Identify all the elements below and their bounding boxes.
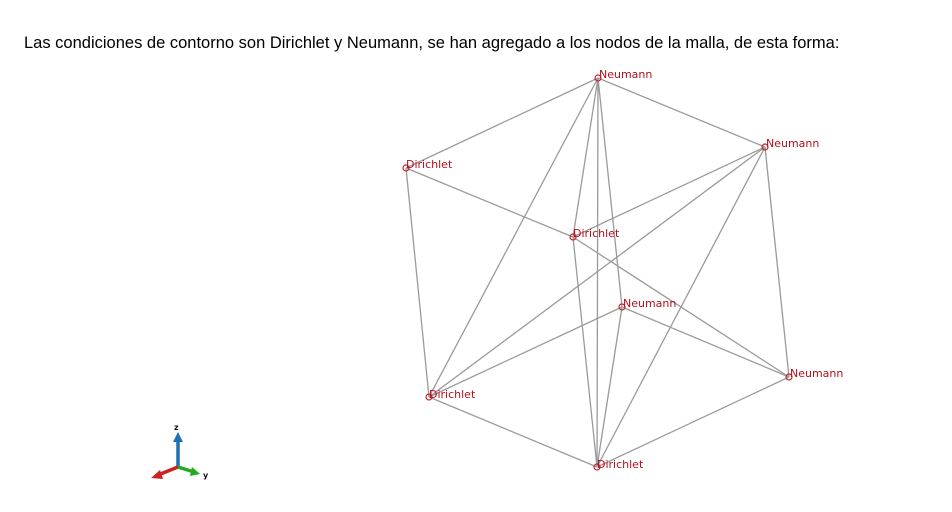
node-marker-icon [618, 303, 626, 311]
mesh-edge [405, 167, 430, 398]
mesh-edge [572, 236, 598, 468]
mesh-edge [572, 146, 766, 238]
axis-triad: z y [151, 423, 209, 480]
node-marker-icon [569, 233, 577, 241]
mesh-edge [428, 146, 766, 398]
mesh-node: Neumann [594, 68, 652, 82]
mesh-edge [405, 77, 599, 169]
mesh-edge [764, 146, 790, 378]
node-label: Neumann [790, 367, 843, 380]
mesh-nodes: NeumannNeumannDirichletDirichletNeumannN… [402, 68, 843, 471]
mesh-edge [596, 306, 623, 468]
mesh-edge [428, 77, 599, 398]
node-label: Dirichlet [406, 158, 453, 171]
mesh-edge [597, 77, 766, 148]
mesh-edge [428, 306, 623, 398]
mesh-edge [596, 376, 790, 468]
mesh-node: Neumann [761, 137, 819, 151]
mesh-node: Dirichlet [569, 227, 620, 241]
mesh-edge [572, 236, 790, 378]
mesh-edge [572, 77, 599, 238]
node-label: Dirichlet [597, 458, 644, 471]
mesh-node: Dirichlet [593, 458, 644, 471]
mesh-node: Dirichlet [425, 388, 476, 401]
node-label: Dirichlet [429, 388, 476, 401]
z-axis-arrow-icon [173, 432, 183, 442]
mesh-node: Neumann [785, 367, 843, 381]
mesh-node: Neumann [618, 297, 676, 311]
caption-text: Las condiciones de contorno son Dirichle… [24, 34, 840, 52]
z-axis-label: z [174, 423, 179, 432]
y-axis-label: y [203, 471, 209, 480]
node-marker-icon [425, 393, 433, 401]
node-marker-icon [594, 74, 602, 82]
node-marker-icon [402, 164, 410, 172]
mesh-edge [597, 77, 623, 308]
node-label: Neumann [623, 297, 676, 310]
x-axis-line [157, 465, 179, 477]
node-marker-icon [761, 143, 769, 151]
node-label: Neumann [599, 68, 652, 81]
mesh-edges [405, 77, 790, 468]
node-marker-icon [785, 373, 793, 381]
mesh-edge [621, 306, 790, 378]
mesh-edge [428, 396, 598, 468]
mesh-node: Dirichlet [402, 158, 453, 172]
x-axis-arrow-icon [151, 470, 163, 479]
node-label: Neumann [766, 137, 819, 150]
y-axis-arrow-icon [190, 467, 200, 476]
mesh-edge [596, 77, 599, 468]
mesh-edge [405, 167, 574, 238]
node-label: Dirichlet [573, 227, 620, 240]
node-marker-icon [593, 463, 601, 471]
